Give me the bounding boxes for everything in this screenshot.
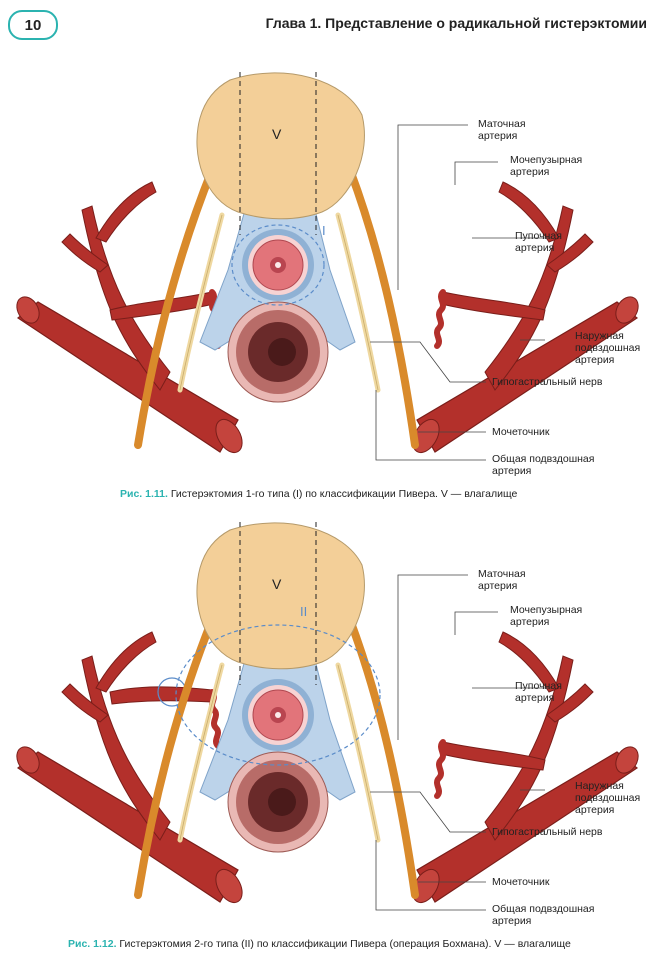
label-ureter: Мочеточник <box>492 426 550 438</box>
chapter-title: Глава 1. Представление о радикальной гис… <box>265 15 647 31</box>
left-ureter <box>134 166 216 449</box>
vagina-label: V <box>272 126 282 142</box>
vagina-label: V <box>272 576 282 592</box>
label-hypogastric-nerve: Гипогастральный нерв <box>492 826 603 838</box>
vagina <box>196 72 365 220</box>
caption-text: Гистерэктомия 1-го типа (I) по классифик… <box>167 488 518 500</box>
type-label: I <box>322 223 326 238</box>
pelvic-diagram <box>16 522 639 911</box>
figure-2-caption: Рис. 1.12. Гистерэктомия 2-го типа (II) … <box>68 938 571 950</box>
resection-boundary-II <box>175 624 381 766</box>
caption-number: Рис. 1.12. <box>68 938 117 950</box>
anatomy-illustration-2 <box>16 522 639 911</box>
figure-1-caption: Рис. 1.11. Гистерэктомия 1-го типа (I) п… <box>120 488 517 500</box>
type-label: II <box>300 604 308 619</box>
label-ureter: Мочеточник <box>492 876 550 888</box>
right-internal-iliac-branches <box>484 205 574 391</box>
page-number: 10 <box>8 10 58 40</box>
resection-boundary-I <box>231 224 325 306</box>
left-iliac-end <box>16 296 40 324</box>
caption-text: Гистерэктомия 2-го типа (II) по классифи… <box>116 938 571 950</box>
label-hypogastric-nerve: Гипогастральный нерв <box>492 376 603 388</box>
caption-number: Рис. 1.11. <box>120 488 168 500</box>
right-ureter <box>346 166 419 449</box>
left-iliac-cut <box>215 418 243 454</box>
left-internal-iliac-branches <box>81 205 171 391</box>
pelvic-diagram <box>16 72 639 461</box>
anatomy-illustration-1 <box>16 72 639 461</box>
